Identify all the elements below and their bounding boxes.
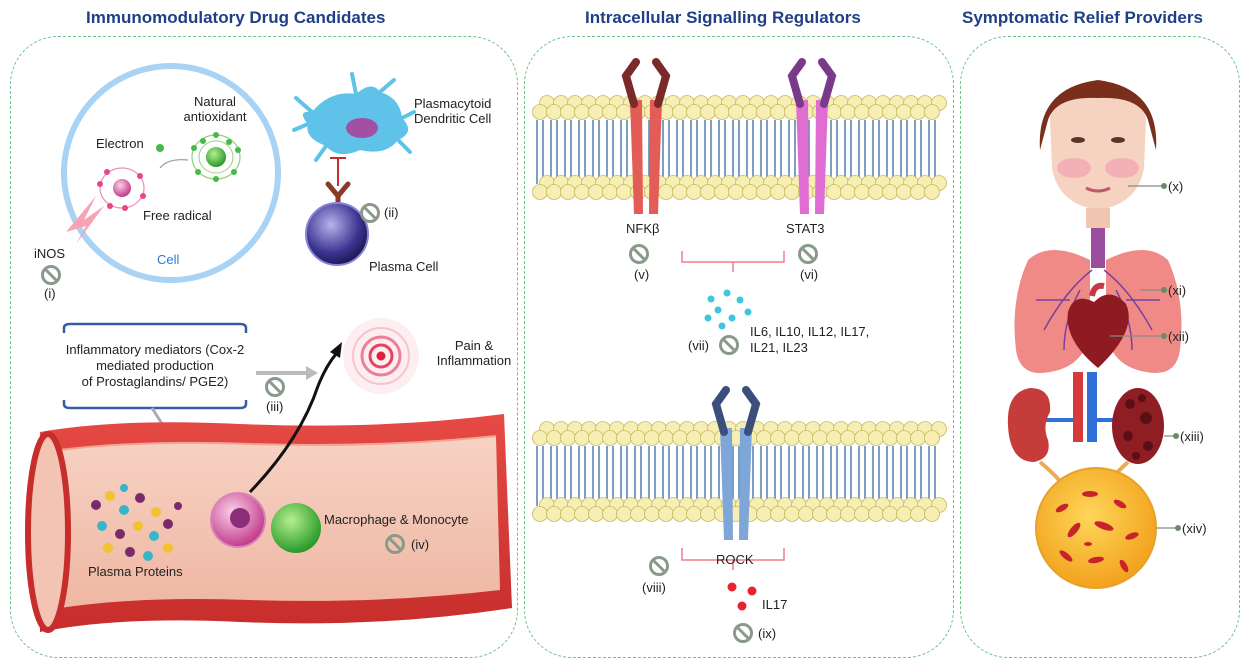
nfkb-receptor	[621, 58, 671, 214]
natural-antioxidant-label: Natural antioxidant	[183, 94, 247, 124]
inhibitor-icon-vii	[719, 335, 739, 355]
marker-iii: (iii)	[266, 399, 284, 414]
marker-xiv: (xiv)	[1182, 521, 1207, 536]
symptomatic-title: Symptomatic Relief Providers	[962, 8, 1203, 27]
inhibitor-icon-v	[629, 244, 649, 264]
inhibitor-icon-vi	[798, 244, 818, 264]
plasma-cell-label: Plasma Cell	[369, 259, 439, 274]
marker-viii: (viii)	[642, 580, 666, 595]
marker-i: (i)	[44, 286, 56, 301]
membrane-top	[532, 95, 947, 200]
cell-label: Cell	[157, 252, 180, 267]
stat3-receptor	[787, 58, 837, 214]
inhibitor-icon-i	[41, 265, 61, 285]
inhibitor-icon-iv	[385, 534, 405, 554]
nfkb-label: NFKβ	[626, 221, 660, 236]
marker-xiii: (xiii)	[1180, 429, 1204, 444]
marker-ii: (ii)	[384, 205, 399, 220]
intracellular-title: Intracellular Signalling Regulators	[585, 8, 861, 27]
intracellular-panel	[524, 36, 954, 658]
symptomatic-panel	[960, 36, 1240, 658]
inhibitor-icon-ii	[360, 203, 380, 223]
marker-xii: (xii)	[1168, 329, 1189, 344]
il17-label: IL17	[762, 597, 788, 612]
inos-label: iNOS	[34, 246, 66, 261]
inhibitor-icon-ix	[733, 623, 753, 643]
marker-xi: (xi)	[1168, 283, 1187, 298]
mediators-label: Inflammatory mediators (Cox-2 mediated p…	[65, 342, 245, 389]
electron-label: Electron	[96, 136, 144, 151]
plasma-proteins-label: Plasma Proteins	[88, 564, 183, 579]
marker-v: (v)	[634, 267, 650, 282]
marker-iv: (iv)	[411, 537, 430, 552]
pain-label: Pain & Inflammation	[436, 338, 512, 368]
marker-vi: (vi)	[800, 267, 819, 282]
rock-label: ROCK	[716, 552, 754, 567]
immuno-panel	[10, 36, 518, 658]
free-radical-label: Free radical	[143, 208, 212, 223]
rock-receptor	[711, 386, 761, 540]
marker-ix: (ix)	[758, 626, 777, 641]
inhibitor-icon-viii	[649, 556, 669, 576]
immuno-title: Immunomodulatory Drug Candidates	[86, 8, 386, 27]
marker-x: (x)	[1168, 179, 1184, 194]
stat3-label: STAT3	[786, 221, 825, 236]
marker-vii: (vii)	[688, 338, 709, 353]
pdc-label: Plasmacytoid Dendritic Cell	[414, 96, 492, 126]
inhibitor-icon-iii	[265, 377, 285, 397]
interleukins-label: IL6, IL10, IL12, IL17, IL21, IL23	[750, 324, 870, 355]
macrophage-label: Macrophage & Monocyte	[324, 512, 469, 527]
